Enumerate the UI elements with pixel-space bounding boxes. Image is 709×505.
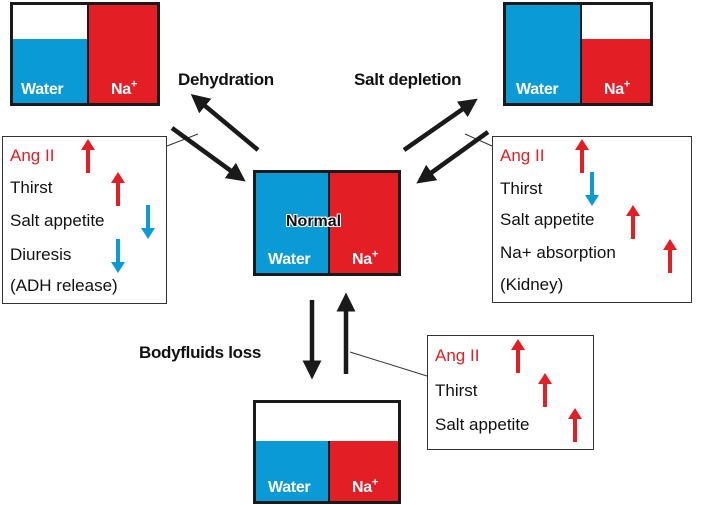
water-fill [256,173,328,273]
decrease-arrow-icon [111,239,125,273]
sodium-fill [89,5,157,103]
box-row: Diuresis [10,245,72,264]
increase-arrow-icon [538,373,552,407]
from-dehydration-arrow [170,126,246,182]
normal-label: Normal [286,213,342,230]
box-row: Salt appetite [500,210,595,229]
water-fill [13,39,87,103]
box-row: Thirst [500,179,543,198]
box-row: (ADH release) [10,276,118,295]
dehydration-info-box: Ang II Thirst Salt appetite Diuresis (AD… [2,136,167,304]
sodium-label: Na+ [352,476,378,496]
box-row: Ang II [500,146,545,165]
bodyfluids-loss-info-box: Ang II Thirst Salt appetite [427,335,594,450]
water-label: Water [516,81,559,98]
increase-arrow-icon [111,172,125,206]
box-row: Thirst [10,178,53,197]
to-salt-depletion-arrow [402,98,478,152]
water-fill [256,441,328,501]
increase-arrow-icon [663,239,677,273]
increase-arrow-icon [511,339,525,373]
salt-depletion-tank: Water Na+ [503,2,653,106]
salt-depletion-info-box: Ang II Thirst Salt appetite Na+ absorpti… [492,136,692,303]
increase-arrow-icon [575,139,589,173]
box-row: Salt appetite [10,211,105,230]
sodium-label: Na+ [352,248,378,268]
dehydration-label: Dehydration [178,70,274,89]
box-row: Ang II [10,146,55,165]
box-row: Salt appetite [435,415,530,434]
dehydration-tank: Water Na+ [10,2,160,106]
bodyfluids-loss-tank: Water Na+ [253,400,401,504]
box-row: Thirst [435,381,478,400]
sodium-fill [330,173,398,273]
water-label: Water [268,479,311,496]
box-row: (Kidney) [500,275,564,294]
box-row: Ang II [435,346,480,365]
increase-arrow-icon [626,205,640,239]
connector-line [166,133,199,147]
decrease-arrow-icon [585,172,599,206]
salt-depletion-label: Salt depletion [354,70,462,89]
box-row: Na+ absorption [500,243,616,262]
bodyfluids-loss-label: Bodyfluids loss [139,343,262,362]
from-salt-depletion-arrow [416,130,490,184]
sodium-fill [330,441,398,501]
decrease-arrow-icon [141,205,155,239]
increase-arrow-icon [81,139,95,173]
water-fill [506,5,580,103]
to-dehydration-arrow [190,93,260,152]
sodium-label: Na+ [111,78,137,98]
water-label: Water [21,81,64,98]
water-label: Water [268,251,311,268]
normal-tank: Normal Water Na+ [253,170,401,276]
connector-line [349,351,428,377]
sodium-fill [582,39,650,103]
sodium-label: Na+ [604,78,630,98]
increase-arrow-icon [568,408,582,442]
